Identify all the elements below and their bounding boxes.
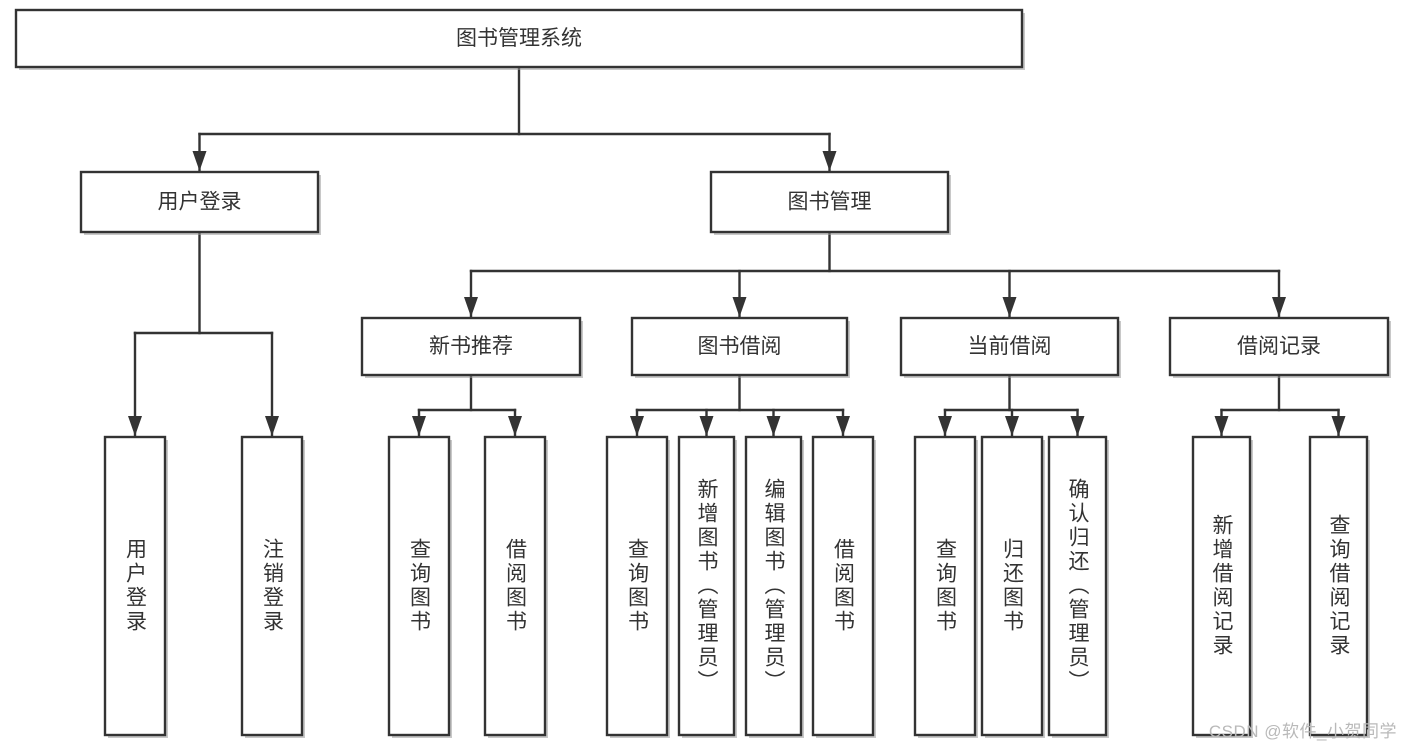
node-book-manage[interactable] (709, 170, 950, 234)
arrowhead-book-borrow-to-leaf-edit-book-admin (766, 416, 781, 436)
arrowhead-book-borrow-to-leaf-add-book-admin (699, 416, 714, 436)
node-new-book-recommend[interactable] (360, 316, 582, 377)
leaf-leaf-borrow-book-rec[interactable] (483, 435, 547, 737)
leaf-leaf-user-logout[interactable] (240, 435, 304, 737)
arrowhead-book-borrow-to-leaf-query-book-borrow (630, 416, 644, 436)
connector-layer (133, 65, 1340, 437)
node-book-manage-label: 图书管理 (788, 191, 872, 214)
node-current-borrow-label: 当前借阅 (968, 335, 1052, 358)
node-borrow-record[interactable] (1168, 316, 1390, 377)
leaf-leaf-edit-book-admin[interactable] (744, 435, 803, 737)
leaf-leaf-return-book[interactable] (980, 435, 1044, 737)
node-book-borrow[interactable] (630, 316, 849, 377)
node-user-login-label: 用户登录 (158, 191, 242, 214)
arrowhead-book-borrow-to-leaf-borrow-book (836, 416, 850, 436)
arrowhead-borrow-record-to-leaf-add-borrow-record (1214, 416, 1229, 436)
leaf-leaf-query-book-borrow[interactable] (605, 435, 669, 737)
arrowhead-root-to-book-manage (822, 151, 837, 171)
node-root-label: 图书管理系统 (456, 27, 582, 50)
arrowhead-bookmanage-to-new-book-recommend (464, 297, 478, 317)
leaf-leaf-query-book-cur[interactable] (913, 435, 977, 737)
arrowhead-bookmanage-to-current-borrow (1002, 297, 1017, 317)
node-root[interactable] (14, 8, 1024, 69)
node-box-layer (14, 8, 1391, 738)
arrowhead-bookmanage-to-borrow-record (1272, 297, 1286, 317)
arrowhead-new-book-recommend-to-leaf-query-book-rec (412, 416, 426, 436)
arrowhead-root-to-user-login (192, 151, 207, 171)
arrowhead-layer (128, 151, 1346, 436)
leaf-leaf-confirm-return-admin[interactable] (1047, 435, 1108, 737)
watermark: CSDN @软件_小贺同学 (1208, 722, 1397, 741)
arrowhead-current-borrow-to-leaf-return-book (1005, 416, 1019, 436)
arrowhead-borrow-record-to-leaf-query-borrow-record (1331, 416, 1346, 436)
arrowhead-bookmanage-to-book-borrow (732, 297, 747, 317)
node-borrow-record-label: 借阅记录 (1237, 335, 1321, 358)
node-user-login[interactable] (79, 170, 320, 234)
leaf-leaf-query-book-rec[interactable] (387, 435, 451, 737)
arrowhead-user-login-to-leaf-user-login (128, 416, 142, 436)
leaf-leaf-add-borrow-record[interactable] (1191, 435, 1252, 737)
leaf-leaf-query-borrow-record[interactable] (1308, 435, 1369, 737)
node-new-book-recommend-label: 新书推荐 (429, 335, 513, 358)
leaf-leaf-add-book-admin[interactable] (677, 435, 736, 737)
node-current-borrow[interactable] (899, 316, 1120, 377)
node-book-borrow-label: 图书借阅 (698, 335, 782, 358)
arrowhead-new-book-recommend-to-leaf-borrow-book-rec (508, 416, 522, 436)
leaf-leaf-borrow-book[interactable] (811, 435, 875, 737)
arrowhead-current-borrow-to-leaf-confirm-return-admin (1070, 416, 1085, 436)
arrowhead-user-login-to-leaf-user-logout (265, 416, 279, 436)
leaf-leaf-user-login[interactable] (103, 435, 167, 737)
arrowhead-current-borrow-to-leaf-query-book-cur (938, 416, 952, 436)
